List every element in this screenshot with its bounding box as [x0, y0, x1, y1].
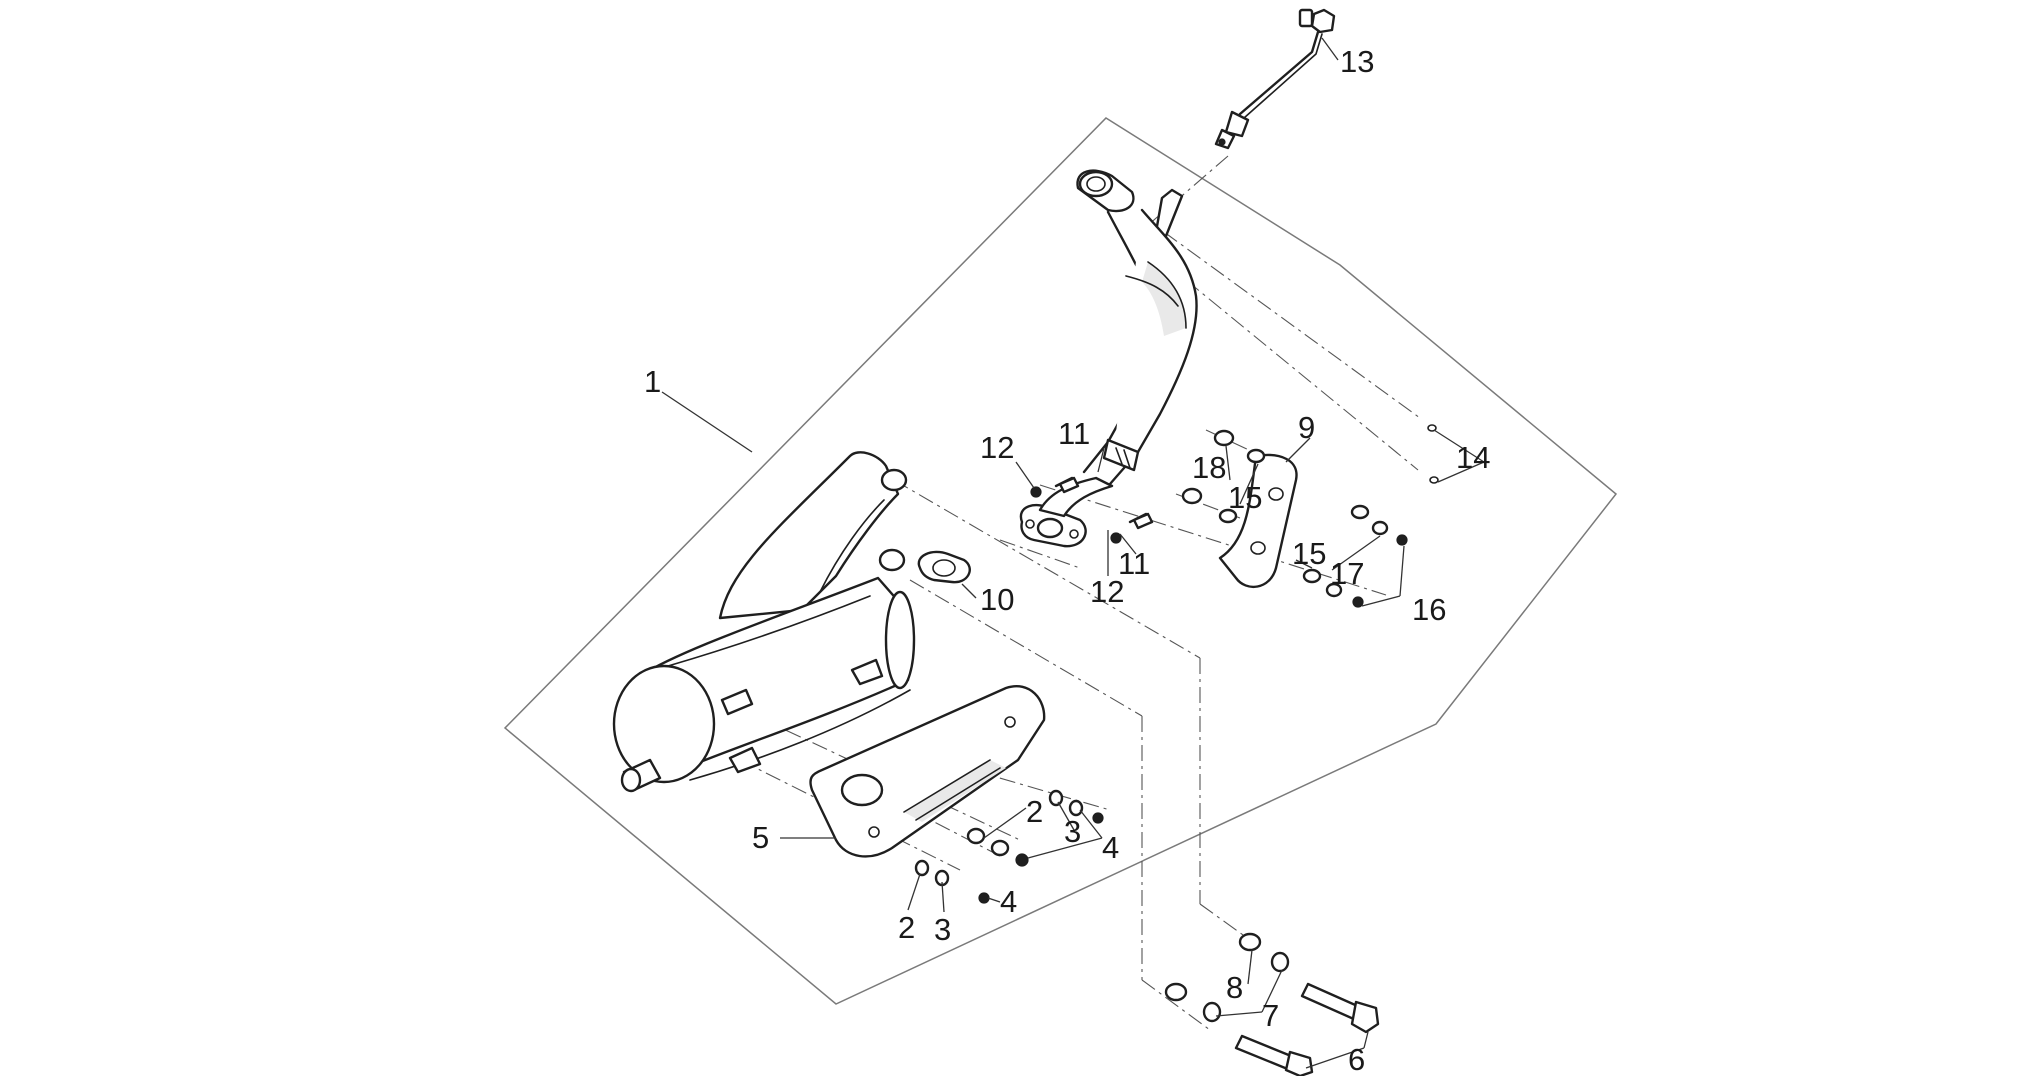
hardware-parts — [914, 424, 1439, 1023]
callout-11-top: 11 — [1058, 416, 1090, 451]
callout-4-right: 4 — [1102, 830, 1119, 865]
callout-15-upper: 15 — [1228, 480, 1262, 515]
callout-5: 5 — [752, 820, 769, 855]
callout-18: 18 — [1192, 450, 1226, 485]
callout-8: 8 — [1226, 970, 1243, 1005]
muffler-guard — [809, 685, 1046, 858]
exhaust-header-pipe — [1019, 169, 1198, 548]
callout-6: 6 — [1348, 1042, 1365, 1076]
callout-16: 16 — [1412, 592, 1446, 627]
mounting-bolts — [1234, 982, 1380, 1076]
callout-3-bottom: 3 — [934, 912, 951, 947]
callout-11-bottom: 11 — [1118, 546, 1150, 581]
callout-7: 7 — [1262, 998, 1279, 1033]
callout-12-bottom: 12 — [1090, 574, 1124, 609]
oxygen-sensor — [1214, 8, 1336, 150]
callout-9: 9 — [1298, 410, 1315, 445]
callout-10: 10 — [980, 582, 1014, 617]
callout-13: 13 — [1340, 44, 1374, 79]
heat-shield — [1218, 453, 1298, 589]
callout-14: 14 — [1456, 440, 1490, 475]
assembly-boundary — [503, 117, 1618, 1005]
muffler — [612, 451, 916, 793]
callout-1: 1 — [644, 364, 661, 399]
leader-lines — [661, 37, 1485, 1069]
callout-15-lower: 15 — [1292, 536, 1326, 571]
callout-2-right: 2 — [1026, 794, 1043, 829]
callout-12-top: 12 — [980, 430, 1014, 465]
callout-4-bottom: 4 — [1000, 884, 1017, 919]
exhaust-gasket — [917, 550, 971, 584]
callout-17: 17 — [1330, 556, 1364, 591]
callout-labels: 1 2 2 3 3 4 4 5 6 7 8 9 10 11 11 12 12 1… — [644, 44, 1490, 1076]
callout-2-bottom: 2 — [898, 910, 915, 945]
callout-3-right: 3 — [1064, 814, 1081, 849]
